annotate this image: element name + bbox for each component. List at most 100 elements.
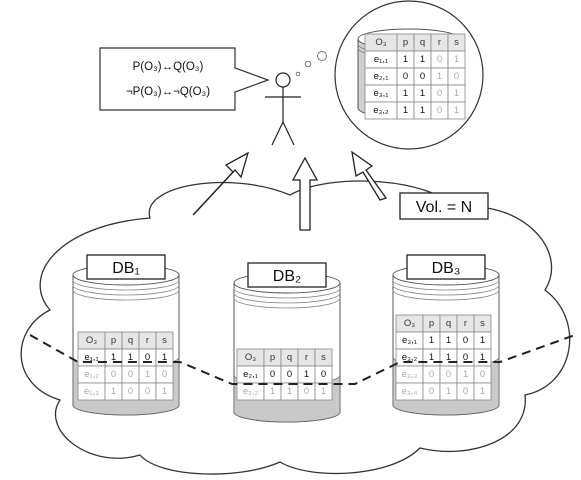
row-value: 1 <box>480 386 485 397</box>
table-header-text: s <box>454 37 459 48</box>
table-header-text: q <box>287 352 292 363</box>
row-value: 0 <box>162 369 167 380</box>
cylinder-ring <box>233 287 341 299</box>
row-value: 1 <box>162 352 167 363</box>
cylinder-ring <box>233 292 341 304</box>
table-header-text: r <box>146 335 149 346</box>
volume-label: Vol. = N <box>416 199 472 216</box>
row-value: 0 <box>128 369 133 380</box>
table-cell <box>447 101 466 120</box>
row-value: 0 <box>270 369 275 380</box>
row-value: 0 <box>463 335 468 346</box>
row-value: 1 <box>111 386 116 397</box>
row-value: 1 <box>403 88 408 99</box>
row-id: e₁,₂ <box>84 369 99 380</box>
row-value: 1 <box>446 352 451 363</box>
row-value: 1 <box>145 369 150 380</box>
row-value: 0 <box>420 71 425 82</box>
table-header-text: r <box>305 352 308 363</box>
row-value: 0 <box>429 386 434 397</box>
row-value: 0 <box>454 71 459 82</box>
row-value: 0 <box>128 386 133 397</box>
row-value: 0 <box>321 369 326 380</box>
table-cell <box>473 382 492 401</box>
row-value: 0 <box>463 352 468 363</box>
table-header-text: r <box>438 37 441 48</box>
speech-line-1: P(O₃)↔Q(O₃) <box>133 61 204 73</box>
row-id: e₂,₁ <box>243 369 258 380</box>
cylinder-ring <box>392 289 500 301</box>
row-value: 1 <box>304 369 309 380</box>
row-id: e₁,₁ <box>374 54 388 65</box>
database-label: DB₃ <box>432 260 461 277</box>
table-header-text: q <box>446 318 451 329</box>
row-value: 0 <box>463 386 468 397</box>
speech-bubble: P(O₃)↔Q(O₃) ¬P(O₃)↔¬Q(O₃) <box>99 47 270 111</box>
table-header-text: s <box>162 335 167 346</box>
row-value: 0 <box>480 369 485 380</box>
row-value: 1 <box>270 386 275 397</box>
row-value: 1 <box>420 105 425 116</box>
row-id: e₃,₂ <box>373 105 389 116</box>
speech-line-2: ¬P(O₃)↔¬Q(O₃) <box>126 86 210 98</box>
table-header-text: p <box>429 318 434 329</box>
row-id: e₂,₁ <box>374 71 389 82</box>
row-value: 0 <box>403 71 408 82</box>
database-label-box <box>406 254 486 280</box>
row-id: e₃,₄ <box>402 386 418 397</box>
table-header-text: O₃ <box>245 352 256 363</box>
table-header-text: p <box>270 352 275 363</box>
arrow-center <box>291 156 319 231</box>
table-header-text: s <box>321 352 326 363</box>
row-value: 1 <box>403 105 408 116</box>
table-header-text: O₃ <box>375 37 386 48</box>
row-value: 1 <box>454 105 459 116</box>
row-value: 1 <box>446 335 451 346</box>
row-value: 1 <box>437 71 442 82</box>
row-value: 1 <box>420 54 425 65</box>
database-label-box <box>86 254 166 280</box>
table-header-text: O₃ <box>404 318 415 329</box>
row-id: e₂,₂ <box>243 386 259 397</box>
database-label-box <box>247 262 327 288</box>
row-value: 1 <box>162 386 167 397</box>
row-value: 1 <box>111 352 116 363</box>
cylinder-ring <box>72 284 180 296</box>
database-label: DB₁ <box>112 260 140 277</box>
row-value: 0 <box>437 54 442 65</box>
arrows <box>192 150 388 231</box>
volume-label-box: Vol. = N <box>399 192 489 220</box>
row-value: 0 <box>145 352 150 363</box>
row-value: 1 <box>287 386 292 397</box>
row-value: 1 <box>454 88 459 99</box>
row-id: e₁,₁ <box>84 352 98 363</box>
row-value: 0 <box>446 369 451 380</box>
row-id: e₃,₃ <box>402 369 418 380</box>
row-value: 1 <box>403 54 408 65</box>
table-header-text: q <box>128 335 133 346</box>
cylinder-ring <box>72 289 180 301</box>
cylinder-ring <box>392 279 500 291</box>
row-value: 1 <box>128 352 133 363</box>
row-value: 1 <box>429 352 434 363</box>
table-header-text: q <box>420 37 425 48</box>
table-header-text: r <box>464 318 467 329</box>
table-cell <box>155 382 174 401</box>
row-value: 1 <box>463 369 468 380</box>
row-value: 1 <box>321 386 326 397</box>
table-header-text: p <box>111 335 116 346</box>
row-value: 0 <box>429 369 434 380</box>
row-value: 1 <box>446 386 451 397</box>
arrow-right <box>351 150 388 201</box>
cylinder-ring <box>392 284 500 296</box>
row-value: 0 <box>304 386 309 397</box>
row-id: e₃,₁ <box>402 335 417 346</box>
row-id: e₃,₁ <box>374 88 389 99</box>
stick-figure <box>265 72 301 146</box>
table-header-text: s <box>480 318 485 329</box>
